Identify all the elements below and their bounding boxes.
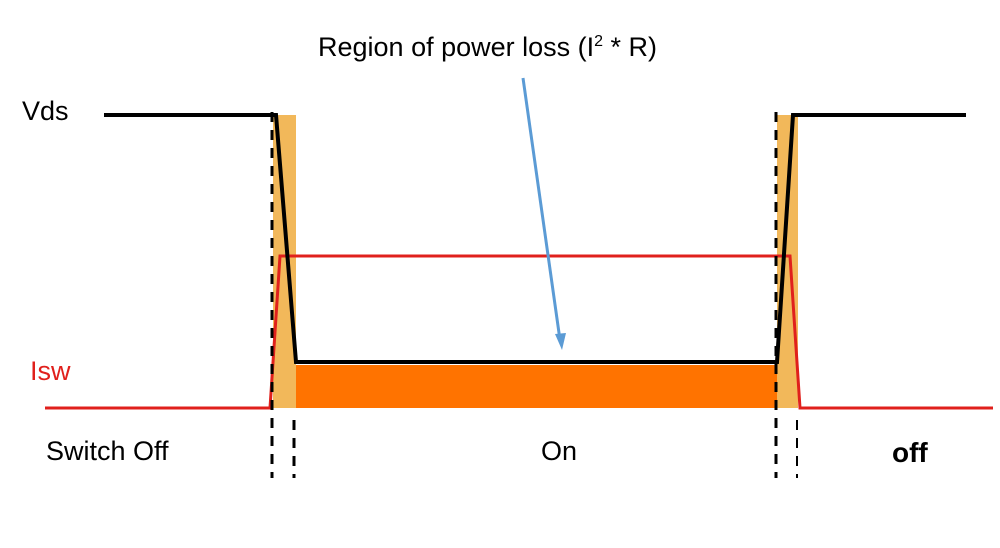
- switch-off-label: Switch Off: [46, 436, 169, 466]
- vds-label: Vds: [22, 96, 69, 126]
- callout-label: Region of power loss (I2 * R): [318, 32, 657, 62]
- turn-on-switching-loss-region: [273, 115, 296, 408]
- conduction-loss-region: [296, 365, 777, 408]
- vds-trace: [104, 113, 966, 364]
- isw-trace: [45, 254, 993, 410]
- callout-arrowhead: [555, 333, 566, 350]
- off-label: off: [892, 437, 928, 468]
- isw-label: Isw: [30, 356, 71, 386]
- turn-off-switching-loss-region: [777, 115, 798, 408]
- on-label: On: [541, 436, 577, 466]
- callout-arrow: [521, 77, 562, 341]
